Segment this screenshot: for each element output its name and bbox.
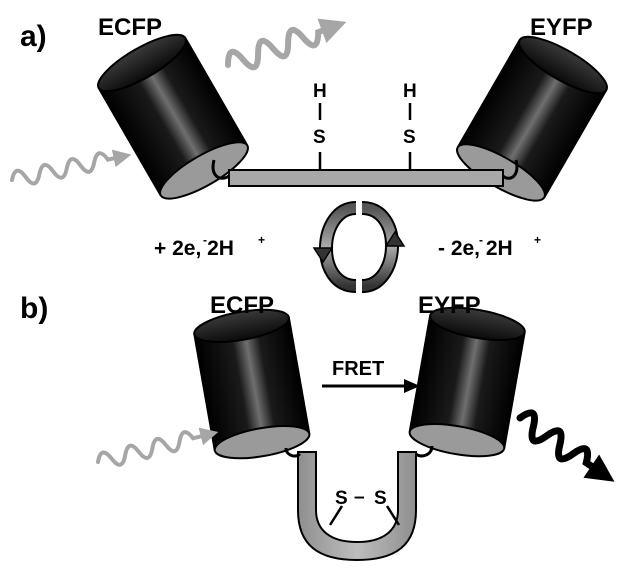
reduction-e-charge: - xyxy=(203,233,207,247)
ecfp-label-b: ECFP xyxy=(210,292,275,319)
panel-b xyxy=(96,306,615,562)
eyfp-cylinder-b xyxy=(408,306,526,458)
disulfide-s-left: S xyxy=(335,488,348,509)
fret-arrow-icon xyxy=(322,379,420,393)
thiol-s-right: S xyxy=(403,127,416,148)
oxidation-label: - 2e, 2H xyxy=(438,237,513,260)
eyfp-label-b: EYFP xyxy=(418,292,481,319)
thiol-s-left: S xyxy=(313,127,326,148)
disulfide-s-right: S xyxy=(374,488,387,509)
disulfide-bond: – xyxy=(354,487,365,508)
redox-cycle-icon xyxy=(312,201,406,293)
panel-b-label: b) xyxy=(20,292,49,325)
light-wave-icon xyxy=(225,18,347,71)
light-wave-icon xyxy=(516,409,615,482)
ecfp-cylinder-b xyxy=(193,308,311,460)
light-wave-icon xyxy=(96,427,219,467)
linker-u-b xyxy=(297,451,417,562)
light-wave-icon xyxy=(10,149,132,186)
oxidation-e-charge: - xyxy=(479,233,483,247)
reduction-h-charge: + xyxy=(258,233,266,247)
ecfp-cylinder-a xyxy=(97,33,249,200)
linker-hook-right xyxy=(502,159,519,180)
panel-a-label: a) xyxy=(20,20,47,53)
thiol-h-right: H xyxy=(403,81,417,102)
thiol-h-left: H xyxy=(313,81,327,102)
reduction-label: + 2e, 2H xyxy=(154,237,234,260)
linker-hook-left xyxy=(211,159,230,180)
oxidation-h-charge: + xyxy=(534,233,542,247)
eyfp-label-a: EYFP xyxy=(530,14,593,41)
fret-label: FRET xyxy=(332,358,385,380)
panel-a xyxy=(10,18,608,202)
linker-bar-a xyxy=(228,169,504,187)
ecfp-label-a: ECFP xyxy=(98,14,163,41)
